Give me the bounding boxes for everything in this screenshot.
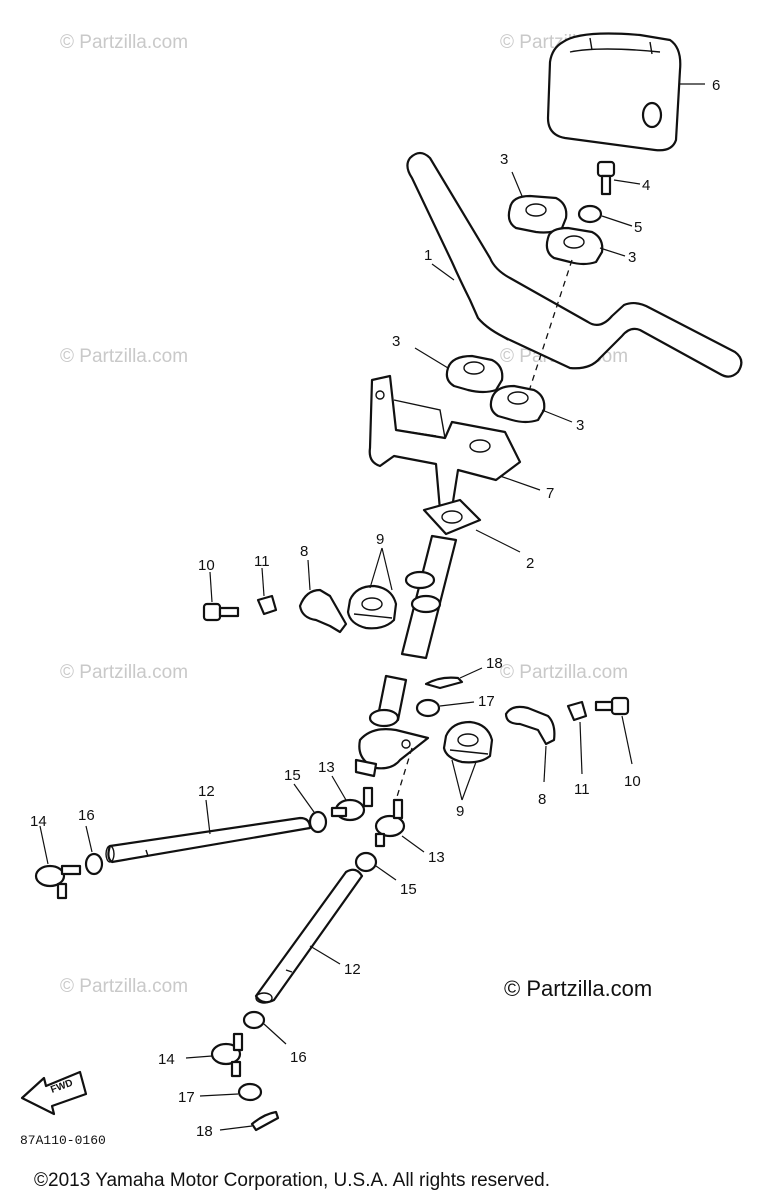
part-column-bracket: [368, 374, 522, 512]
watermark: © Partzilla.com: [60, 662, 188, 683]
callout-3: 3: [576, 417, 584, 434]
callout-5: 5: [634, 219, 642, 236]
part-clamp-lower: [504, 705, 556, 746]
callout-15: 15: [284, 767, 301, 784]
callout-4: 4: [642, 177, 650, 194]
callout-17: 17: [478, 693, 495, 710]
part-nut-11-upper: [256, 594, 278, 616]
part-tie-rod-right: [254, 868, 364, 1004]
watermark: © Partzilla.com: [60, 32, 188, 53]
diagram-code: 87A110-0160: [20, 1133, 106, 1148]
callout-13: 13: [428, 849, 445, 866]
callout-8: 8: [300, 543, 308, 560]
part-cotter-pin-lower: [250, 1110, 280, 1132]
callout-12: 12: [198, 783, 215, 800]
callout-16: 16: [290, 1049, 307, 1066]
part-bushing-lower: [442, 720, 494, 764]
part-handlebar: [406, 151, 743, 378]
part-bolt-4: [596, 160, 616, 196]
watermark: © Partzilla.com: [500, 662, 628, 683]
callout-8: 8: [538, 791, 546, 808]
callout-9: 9: [456, 803, 464, 820]
watermark-main: © Partzilla.com: [504, 976, 652, 1001]
watermark: © Partzilla.com: [60, 976, 188, 997]
callout-10: 10: [624, 773, 641, 790]
callout-15: 15: [400, 881, 417, 898]
part-nut-17-upper: [415, 698, 441, 718]
callout-12: 12: [344, 961, 361, 978]
part-ball-joint-left: [34, 864, 82, 900]
watermark: © Partzilla.com: [60, 346, 188, 367]
part-nut-5: [577, 204, 603, 224]
part-steering-column-lower: [354, 674, 430, 778]
part-holder-lower-b: [489, 384, 546, 424]
part-clamp-upper: [298, 588, 348, 634]
copyright-text: ©2013 Yamaha Motor Corporation, U.S.A. A…: [34, 1170, 550, 1191]
part-washer-16-lower: [242, 1010, 266, 1030]
callout-3: 3: [392, 333, 400, 350]
callout-13: 13: [318, 759, 335, 776]
part-holder-lower-a: [445, 354, 504, 394]
part-steering-column: [400, 498, 482, 660]
callout-18: 18: [486, 655, 503, 672]
callout-3: 3: [628, 249, 636, 266]
callout-2: 2: [526, 555, 534, 572]
callout-16: 16: [78, 807, 95, 824]
callout-14: 14: [158, 1051, 175, 1068]
callout-6: 6: [712, 77, 720, 94]
callout-9: 9: [376, 531, 384, 548]
callout-17: 17: [178, 1089, 195, 1106]
part-holder-upper-b: [545, 226, 604, 266]
callout-3: 3: [500, 151, 508, 168]
part-cotter-pin-upper: [424, 676, 464, 690]
part-holder-upper-a: [507, 194, 568, 234]
callout-14: 14: [30, 813, 47, 830]
part-tie-rod-end-13-upper: [330, 786, 374, 822]
callout-18: 18: [196, 1123, 213, 1140]
part-ball-joint-lower: [210, 1032, 244, 1078]
callout-1: 1: [424, 247, 432, 264]
part-bolt-10-lower: [594, 696, 630, 716]
part-washer-15-upper: [308, 810, 328, 834]
part-handlebar-pad: [546, 32, 682, 152]
callout-7: 7: [546, 485, 554, 502]
part-washer-16-left: [84, 852, 104, 876]
part-nut-17-lower: [237, 1082, 263, 1102]
callout-10: 10: [198, 557, 215, 574]
part-tie-rod-end-13-lower: [374, 798, 406, 848]
part-bushing-upper: [346, 584, 398, 630]
part-nut-11-lower: [566, 700, 588, 722]
part-tie-rod-left: [105, 816, 312, 864]
callout-11: 11: [574, 781, 590, 798]
part-bolt-10-upper: [202, 602, 240, 622]
callout-11: 11: [254, 553, 270, 570]
fwd-arrow-icon: FWD: [20, 1070, 88, 1116]
part-washer-15-lower: [354, 851, 378, 873]
